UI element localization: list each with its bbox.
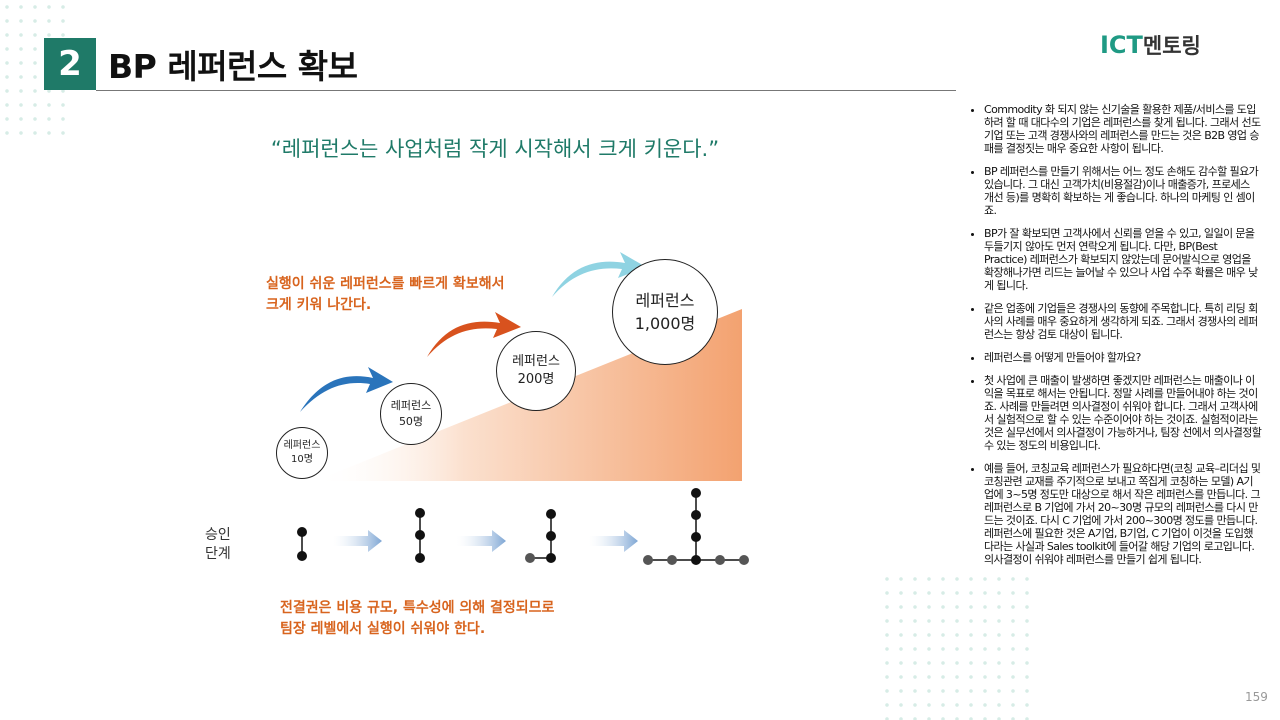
- approval-stage-label: 승인 단계: [205, 527, 231, 562]
- bullet-item: 첫 사업에 큰 매출이 발생하면 좋겠지만 레퍼런스는 매출이나 이익을 목표로…: [984, 374, 1262, 452]
- stage-graph-3: [525, 509, 556, 563]
- stage-graph-4: [643, 488, 749, 565]
- bullet-item: 같은 업종에 기업들은 경쟁사의 동향에 주목합니다. 특히 리딩 회사의 사례…: [984, 302, 1262, 341]
- diagram-top-note: 실행이 쉬운 레퍼런스를 빠르게 확보해서 크게 키워 나간다.: [266, 276, 505, 313]
- explanation-column: Commodity 화 되지 않는 신기술을 활용한 제품/서비스를 도입하려 …: [970, 103, 1262, 576]
- reference-bubble-1000: 레퍼런스 1,000명: [612, 259, 718, 365]
- stage-graph-2: [415, 508, 425, 563]
- swoosh-arrow-cyan: [552, 252, 646, 297]
- section-number: 2: [44, 38, 96, 90]
- title-divider: [96, 90, 956, 91]
- diagram-bottom-note: 전결권은 비용 규모, 특수성에 의해 결정되므로 팀장 레벨에서 실행이 쉬워…: [280, 600, 555, 637]
- bullet-item: 레퍼런스를 어떻게 만들어야 할까요?: [984, 351, 1262, 364]
- progress-arrow-1: [333, 530, 382, 552]
- progress-arrow-2: [457, 530, 506, 552]
- quote-text: “레퍼런스는 사업처럼 작게 시작해서 크게 키운다.”: [270, 137, 720, 161]
- bullet-item: BP가 잘 확보되면 고객사에서 신뢰를 얻을 수 있고, 일일이 문을 두들기…: [984, 227, 1262, 292]
- swoosh-arrow-blue: [300, 367, 393, 412]
- page-number: 159: [1245, 690, 1268, 704]
- bullet-list: Commodity 화 되지 않는 신기술을 활용한 제품/서비스를 도입하려 …: [970, 103, 1262, 566]
- brand-logo: ICT멘토링: [1100, 30, 1201, 60]
- bullet-item: Commodity 화 되지 않는 신기술을 활용한 제품/서비스를 도입하려 …: [984, 103, 1262, 155]
- decorative-dots-bottom-right: [880, 572, 1030, 720]
- swoosh-arrow-orange: [427, 312, 521, 357]
- bullet-item: BP 레퍼런스를 만들기 위해서는 어느 정도 손해도 감수할 필요가 있습니다…: [984, 165, 1262, 217]
- stage-graph-1: [297, 527, 307, 561]
- logo-ict: ICT: [1100, 31, 1143, 59]
- reference-bubble-10: 레퍼런스 10명: [276, 427, 328, 479]
- reference-bubble-200: 레퍼런스 200명: [496, 331, 576, 411]
- page-title: BP 레퍼런스 확보: [108, 47, 358, 86]
- bullet-item: 예를 들어, 코칭교육 레퍼런스가 필요하다면(코칭 교육–리더십 및 코칭관련…: [984, 462, 1262, 566]
- reference-bubble-50: 레퍼런스 50명: [380, 383, 442, 445]
- progress-arrow-3: [589, 530, 638, 552]
- logo-text: 멘토링: [1142, 34, 1201, 58]
